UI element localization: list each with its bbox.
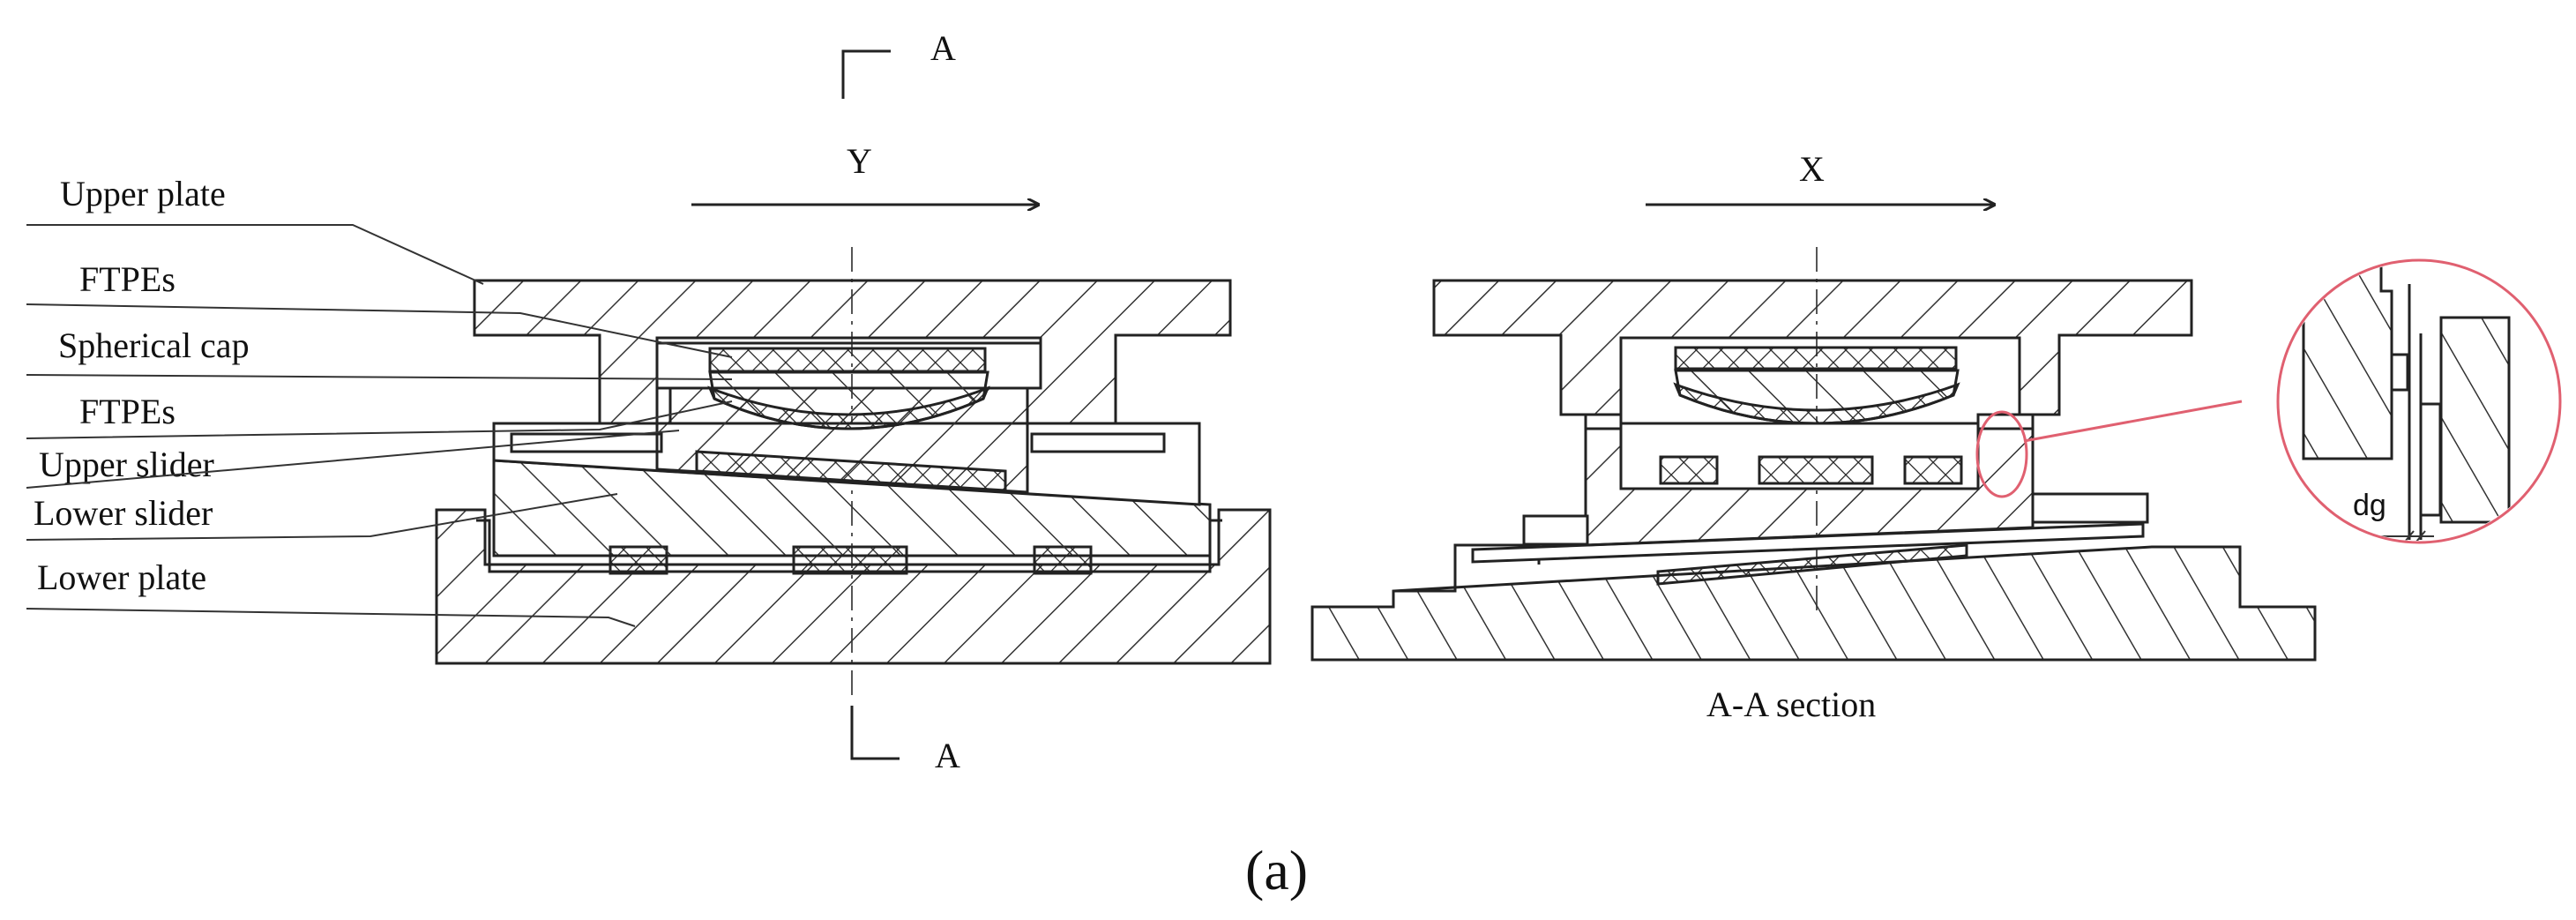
leader-ftpes-1 (26, 303, 733, 358)
section-mark-bottom-label: A (935, 736, 960, 775)
rv-ftpe-pad (1758, 455, 1874, 485)
ftpe-top (708, 347, 987, 373)
ftpe-spherical (707, 385, 990, 430)
direction-label-x: X (1799, 149, 1825, 189)
label-ftpes-2: FTPEs (79, 392, 175, 431)
leader-spherical-cap (26, 374, 733, 380)
upper-plate-recess (655, 336, 1042, 345)
ftpe-inclined (695, 450, 1007, 492)
detail-view: dg (2276, 258, 2562, 544)
detail-connector (2023, 400, 2243, 443)
label-upper-slider: Upper slider (39, 445, 214, 484)
upper-slider-step (510, 432, 663, 453)
rv-ftpe-inclined (1656, 543, 1968, 586)
rv-ftpe-top (1674, 346, 1958, 370)
rv-upper-plate (1432, 279, 2193, 416)
left-view (435, 247, 1272, 697)
rv-ftpe-pad (1659, 455, 1719, 485)
rv-ftpe-pad (1903, 455, 1963, 485)
section-mark-top: A (841, 28, 956, 99)
part-labels: Upper plate FTPEs Spherical cap FTPEs Up… (26, 174, 733, 627)
detail-label-dg: dg (2353, 489, 2386, 522)
label-lower-slider: Lower slider (34, 493, 213, 533)
leader-lower-plate (26, 608, 636, 627)
section-mark-top-label: A (930, 28, 956, 68)
label-spherical-cap: Spherical cap (58, 325, 250, 365)
rv-side-block (2031, 492, 2149, 524)
right-view (1310, 247, 2317, 662)
upper-slider-step (1030, 432, 1166, 453)
direction-label-y: Y (847, 141, 872, 181)
label-ftpes-1: FTPEs (79, 259, 175, 299)
rv-guide (1584, 413, 1623, 430)
lower-plate (435, 508, 1272, 665)
detail-marker (1975, 410, 2028, 498)
rv-side-block (1522, 514, 1589, 546)
section-mark-bottom: A (850, 706, 960, 775)
leader-upper-slider (26, 430, 680, 489)
rv-lower-plate (1310, 545, 2317, 662)
label-upper-plate: Upper plate (60, 174, 226, 213)
leader-lower-slider (26, 493, 618, 541)
section-title: A-A section (1706, 684, 1876, 724)
leader-upper-plate (26, 224, 484, 285)
leader-ftpes-2 (26, 400, 733, 439)
label-lower-plate: Lower plate (37, 557, 206, 597)
figure-caption: (a) (1245, 839, 1308, 901)
rv-ftpe-spherical (1673, 382, 1960, 425)
